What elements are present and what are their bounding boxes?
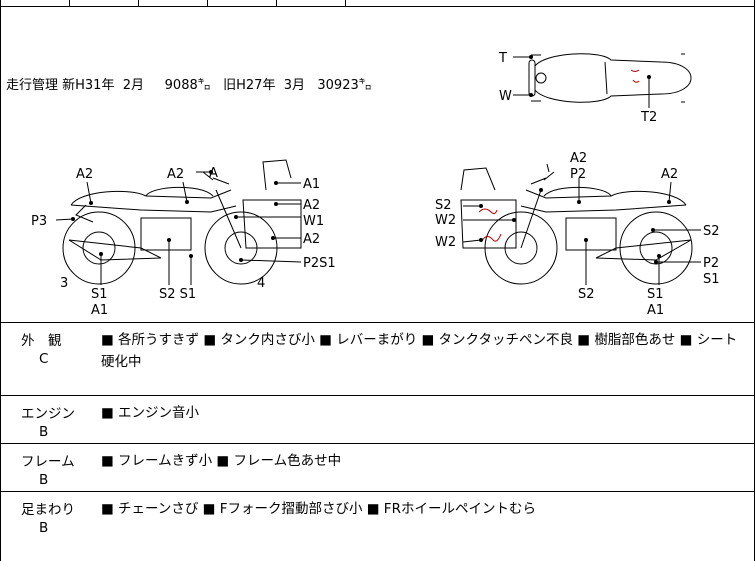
label-left-a2d: A2 [303,232,320,247]
label-right-p2b: P2 [703,256,719,271]
label-right-a1: A1 [647,303,664,318]
label-left-a1b: A1 [91,303,108,318]
row-text: ■ フレームきず小 ■ フレーム色あせ中 [101,453,342,469]
label-left-a2b: A2 [167,167,184,182]
label-left-a2a: A2 [76,167,93,182]
label-left-4: 4 [257,276,265,291]
left-side-bike [62,159,302,285]
label-left-p2s1: P2S1 [303,256,336,271]
label-t2: T2 [640,110,657,125]
row-label: 足まわり [21,502,75,518]
label-right-s1a: S1 [703,272,720,287]
label-w: W [499,89,512,104]
label-left-a2c: A2 [303,198,320,213]
row-label: フレーム [21,454,75,470]
label-left-a1: A1 [303,177,320,192]
row-text: ■ チェーンさび ■ Fフォーク摺動部さび小 ■ FRホイールペイントむら [101,501,536,517]
label-right-w2a: W2 [435,213,456,228]
label-left-s2s1: S2 S1 [159,287,196,302]
label-right-p2a: P2 [570,167,586,182]
row-label: 外 観 [21,333,62,349]
row-grade: B [39,520,49,536]
label-right-a2b: A2 [661,167,678,182]
label-right-s2a: S2 [435,198,452,213]
condition-row-exterior: 外 観 C ■ 各所うすきず ■ タンク内さび小 ■ レバーまがり ■ タンクタ… [1,323,755,396]
label-right-w2b: W2 [435,235,456,250]
label-t: T [498,51,507,66]
motorcycle-diagrams: T W T2 [31,51,720,318]
top-view-bike [528,53,692,103]
row-text: ■ エンジン音小 [101,405,200,421]
condition-row-suspension: 足まわり B ■ チェーンさび ■ Fフォーク摺動部さび小 ■ FRホイールペイ… [1,492,755,561]
condition-row-engine: エンジン B ■ エンジン音小 [1,396,755,444]
row-label: エンジン [21,406,75,422]
label-right-s2c: S2 [578,287,595,302]
row-text: ■ 各所うすきず ■ タンク内さび小 ■ レバーまがり ■ タンクタッチペン不良… [101,332,738,370]
row-grade: B [39,424,49,440]
label-left-w1: W1 [303,214,324,229]
diagram-section: 走行管理 新H31年 2月 9088㌔ 旧H27年 3月 30923㌔ [1,7,755,323]
mileage-record: 走行管理 新H31年 2月 9088㌔ 旧H27年 3月 30923㌔ [6,78,372,93]
top-cells-strip [1,0,755,7]
label-right-a2a: A2 [570,151,587,166]
right-side-bike [460,167,693,285]
label-left-a: A [209,166,218,181]
label-right-s1b: S1 [647,287,664,302]
label-left-3: 3 [60,276,68,291]
label-right-s2b: S2 [703,224,720,239]
row-grade: C [39,351,49,367]
condition-row-frame: フレーム B ■ フレームきず小 ■ フレーム色あせ中 [1,444,755,492]
label-left-s1: S1 [91,287,108,302]
label-left-p3: P3 [31,214,47,229]
row-grade: B [39,472,49,488]
